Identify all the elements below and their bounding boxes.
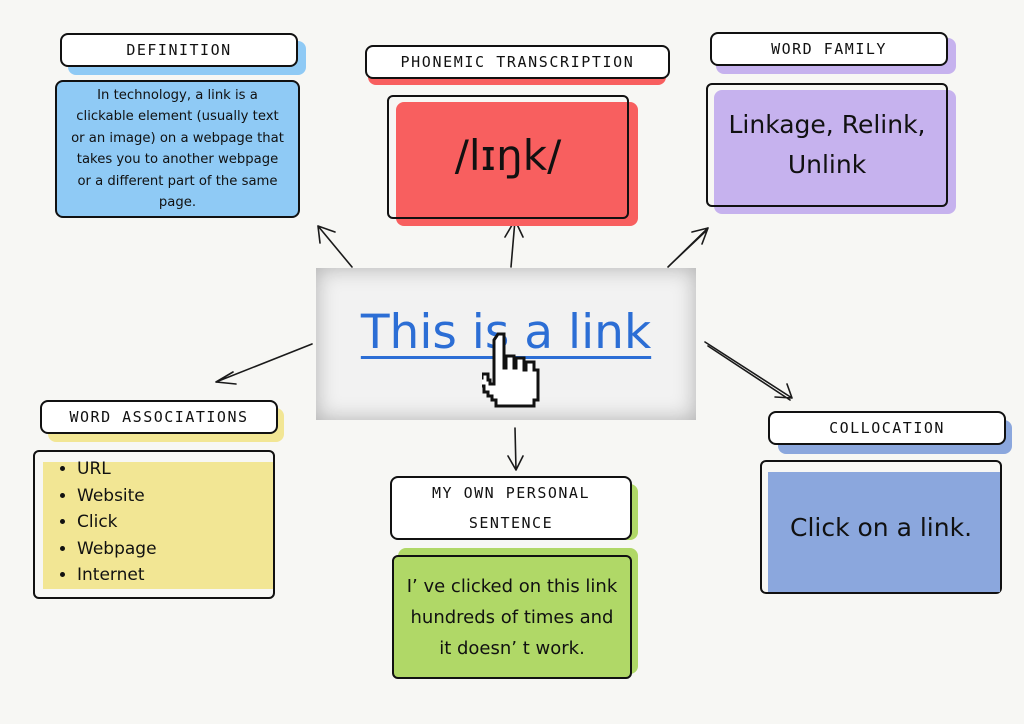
word-family-card-shadow [714,90,956,214]
personal-sentence-text: I’ ve clicked on this link hundreds of t… [406,575,618,659]
personal-sentence-card: I’ ve clicked on this link hundreds of t… [392,555,632,679]
arrow-to-word-family [667,227,709,268]
arrow-to-definition [317,225,353,268]
hand-pointer-icon [800,598,866,682]
central-link-text[interactable]: This is a link [360,304,652,360]
phonemic-text: /lɪŋk/ [454,130,562,180]
word-family-card: Linkage, Relink, Unlink [706,83,948,207]
personal-sentence-label-line2: SENTENCE [468,514,554,532]
phonemic-card-shadow [396,102,638,226]
arrow-to-collocation [704,341,793,401]
arrow-to-phonemic [504,219,524,268]
definition-card: In technology, a link is a clickable ele… [55,80,300,218]
word-associations-list: URL Website Click Webpage Internet [35,456,157,589]
word-associations-fill [43,462,273,589]
arrow-to-word-associations [215,343,313,385]
list-item: URL [77,456,157,483]
collocation-fill [768,472,1000,592]
word-associations-card: URL Website Click Webpage Internet [33,450,275,599]
word-associations-label: WORD ASSOCIATIONS [40,400,278,434]
phonemic-card: /lɪŋk/ [387,95,629,219]
personal-sentence-label-line1: MY OWN PERSONAL [432,484,590,502]
word-family-label: WORD FAMILY [710,32,948,66]
word-family-text: Linkage, Relink, Unlink [728,110,926,179]
collocation-card: Click on a link. [760,460,1002,594]
collocation-label: COLLOCATION [768,411,1006,445]
hand-pointer-icon [482,332,540,408]
list-item: Website [77,483,157,510]
personal-sentence-label: MY OWN PERSONAL SENTENCE [390,476,632,540]
definition-label: DEFINITION [60,33,298,67]
arrow-to-personal-sentence [507,427,524,471]
phonemic-label: PHONEMIC TRANSCRIPTION [365,45,670,79]
list-item: Internet [77,562,157,589]
list-item: Click [77,509,157,536]
list-item: Webpage [77,536,157,563]
collocation-text: Click on a link. [789,512,973,542]
definition-text: In technology, a link is a clickable ele… [71,87,284,211]
